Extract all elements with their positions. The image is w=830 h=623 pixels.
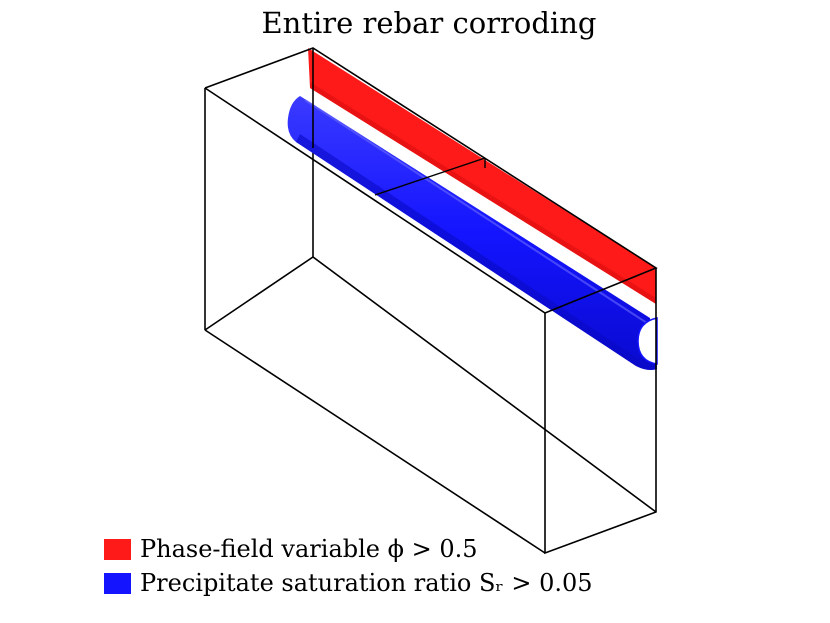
- legend-label-precipitate: Precipitate saturation ratio Sᵣ > 0.05: [140, 569, 593, 597]
- box-mid-section-line: [374, 157, 486, 196]
- precipitate-layer: [287, 96, 657, 370]
- phase-field-layer: [308, 48, 656, 304]
- legend-item-precipitate: Precipitate saturation ratio Sᵣ > 0.05: [104, 566, 593, 600]
- precipitate-cylinder: [287, 96, 657, 370]
- box-hidden-edges: [204, 148, 657, 513]
- rebar-bore: [637, 317, 658, 365]
- precipitate-cylinder-shade: [296, 134, 657, 370]
- precipitate-top-highlight: [304, 99, 651, 326]
- legend: Phase-field variable ϕ > 0.5 Precipitate…: [104, 532, 593, 600]
- legend-label-phase-field: Phase-field variable ϕ > 0.5: [140, 535, 478, 563]
- box-front-face-edges: [544, 268, 657, 555]
- legend-swatch-blue: [104, 572, 131, 594]
- phase-field-edge-shade: [310, 82, 656, 304]
- legend-item-phase-field: Phase-field variable ϕ > 0.5: [104, 532, 593, 566]
- legend-swatch-red: [104, 538, 131, 560]
- box-front-bottom-edge: [204, 329, 546, 554]
- figure-title: Entire rebar corroding: [261, 6, 597, 40]
- box-visible-edges: [204, 47, 658, 555]
- phase-field-strip: [308, 48, 656, 304]
